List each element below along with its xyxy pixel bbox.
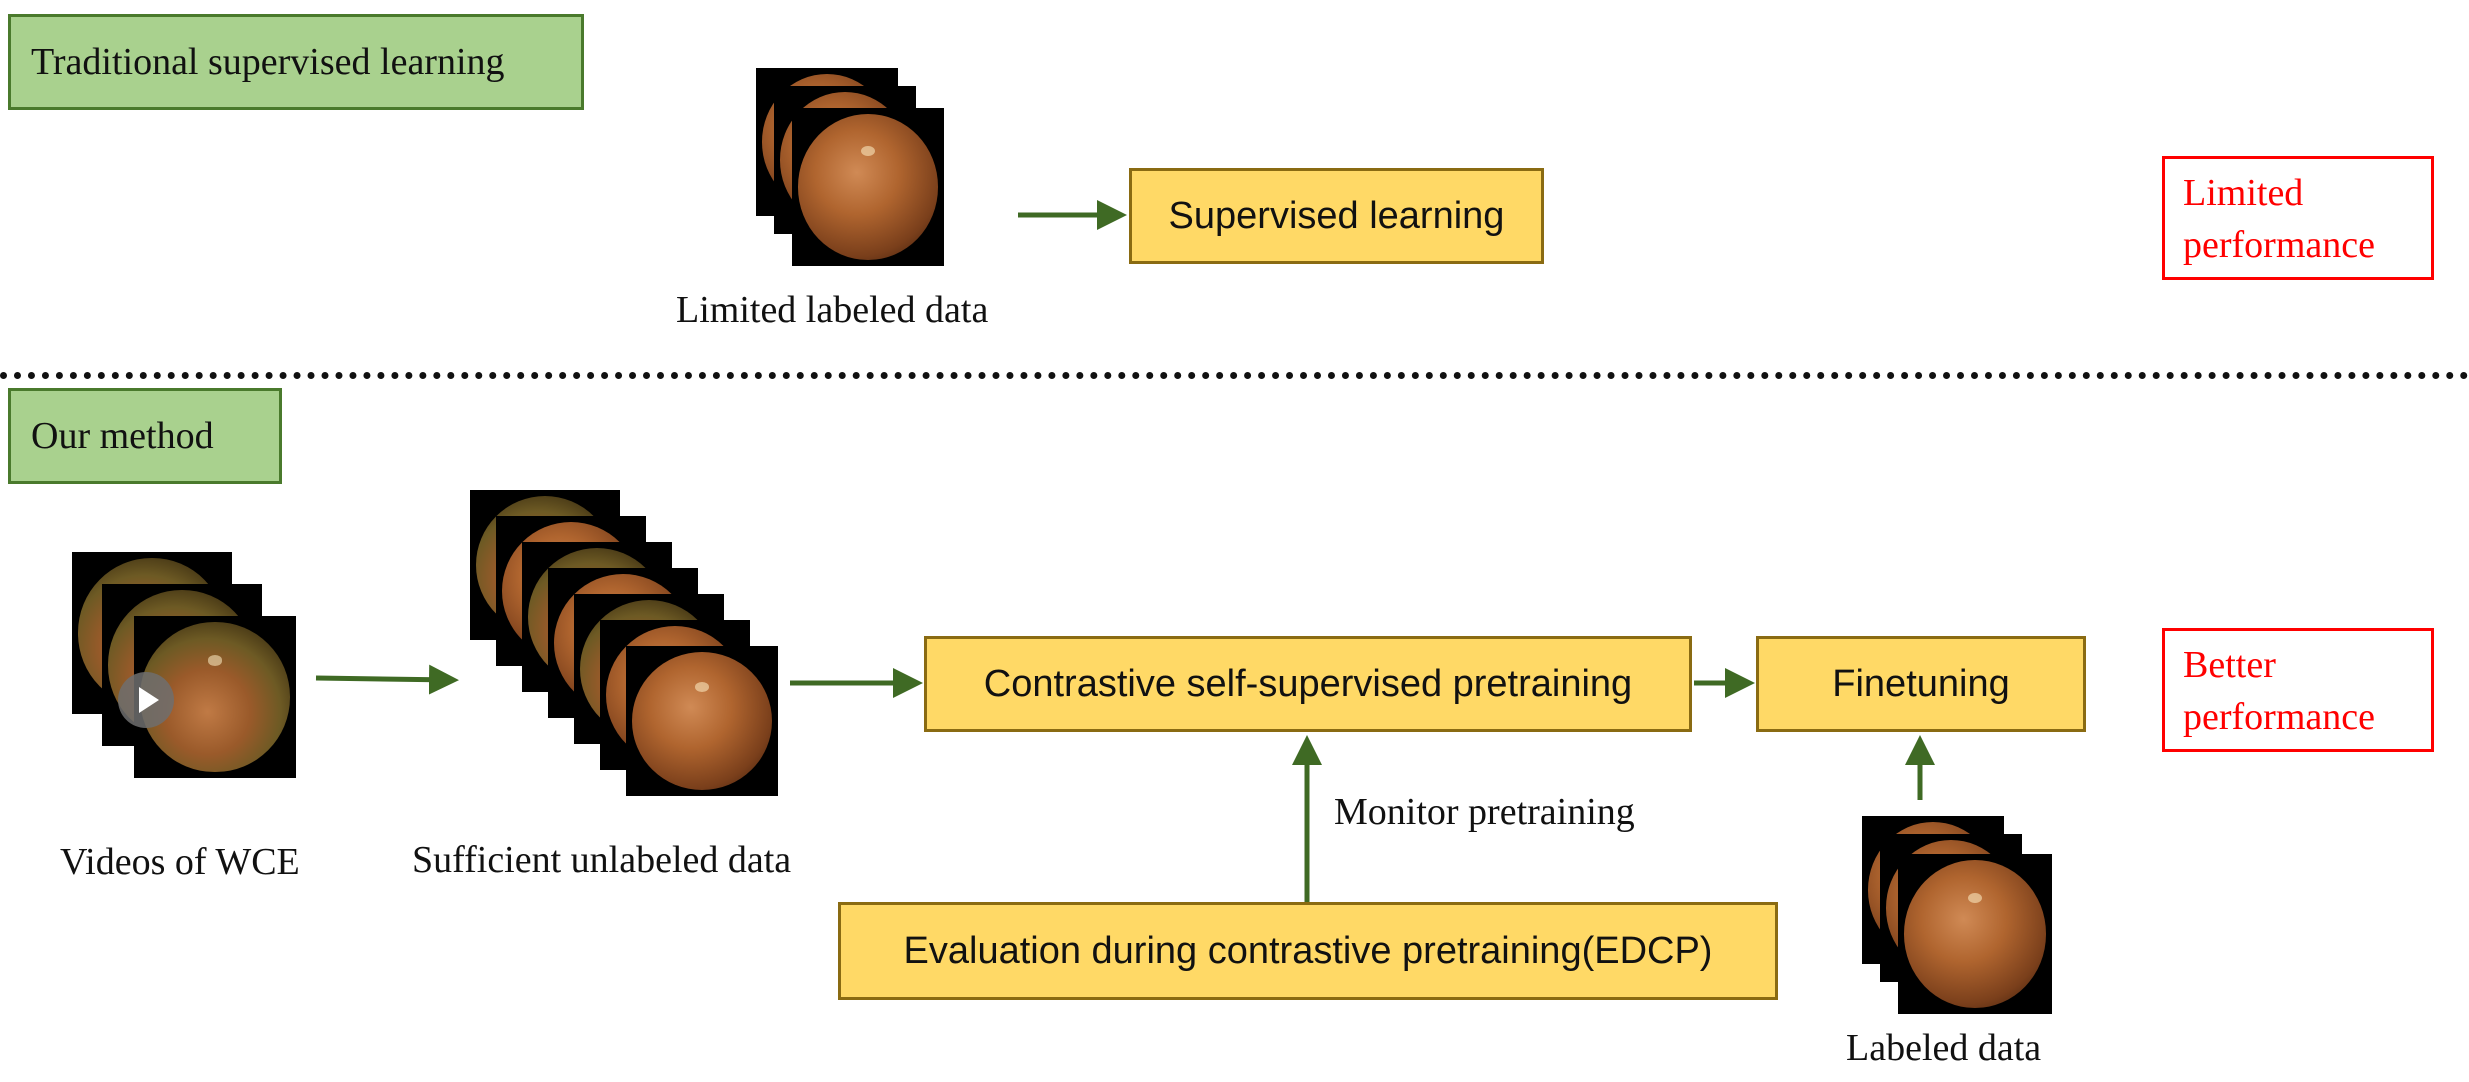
arrow-videos-to-frames — [315, 664, 459, 695]
labeled-data-caption: Labeled data — [1846, 1027, 2042, 1069]
our-method-tag: Our method — [8, 388, 282, 484]
section-divider — [0, 372, 2469, 379]
limited-labeled-data-caption: Limited labeled data — [676, 289, 989, 331]
monitor-pretraining-label: Monitor pretraining — [1334, 791, 1635, 833]
traditional-supervised-learning-tag: Traditional supervised learning — [8, 14, 584, 110]
play-icon — [118, 672, 174, 728]
result-line: Limited — [2183, 172, 2304, 214]
videos-of-wce-caption: Videos of WCE — [60, 841, 300, 883]
limited-performance-box: Limited performance — [2162, 156, 2434, 280]
unlabeled-image-frame — [626, 646, 778, 796]
result-line: performance — [2183, 224, 2375, 266]
result-line: performance — [2183, 696, 2375, 738]
contrastive-pretraining-box: Contrastive self-supervised pretraining — [924, 636, 1692, 732]
better-performance-box: Better performance — [2162, 628, 2434, 752]
edcp-box: Evaluation during contrastive pretrainin… — [838, 902, 1778, 1000]
endoscopy-image-frame — [792, 108, 944, 266]
sufficient-unlabeled-data-caption: Sufficient unlabeled data — [412, 839, 792, 881]
supervised-learning-box: Supervised learning — [1129, 168, 1544, 264]
result-line: Better — [2183, 644, 2276, 686]
labeled-image-frame — [1898, 854, 2052, 1014]
finetuning-box: Finetuning — [1756, 636, 2086, 732]
